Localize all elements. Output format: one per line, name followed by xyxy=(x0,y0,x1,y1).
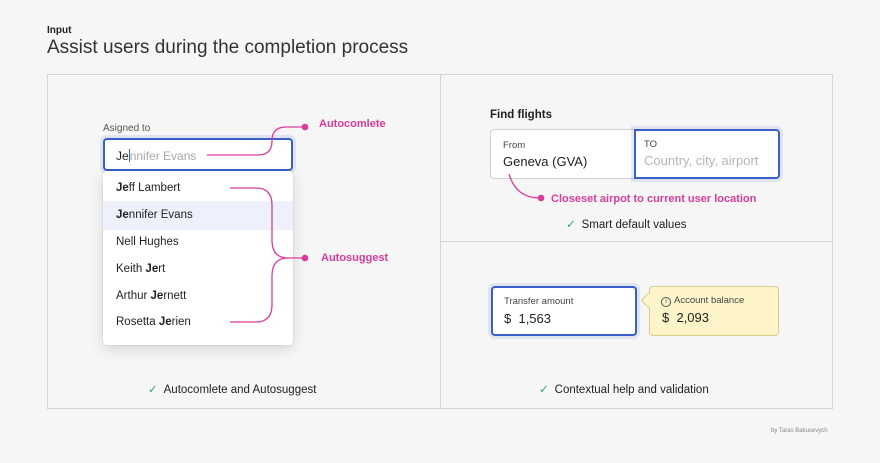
autosuggest-bracket xyxy=(230,187,305,323)
info-icon: i xyxy=(661,297,671,307)
contextual-help-caption: ✓Contextual help and validation xyxy=(539,382,709,396)
section-eyebrow: Input xyxy=(47,25,72,36)
text-caret xyxy=(128,149,130,162)
autocomplete-annotation: Autocomlete xyxy=(319,118,386,130)
page-title: Assist users during the completion proce… xyxy=(47,37,409,58)
autocomplete-caption: ✓Autocomlete and Autosuggest xyxy=(148,382,317,396)
autocomplete-connector xyxy=(207,126,305,156)
author-credit: by Taras Bakusevych xyxy=(771,428,828,434)
balance-label: Account balance xyxy=(674,295,745,306)
location-connector xyxy=(508,173,541,199)
typed-text: Je xyxy=(116,149,129,163)
transfer-value-row: $ 1,563 xyxy=(504,311,551,326)
balance-value: 2,093 xyxy=(676,310,710,325)
transfer-label: Transfer amount xyxy=(504,296,574,307)
to-placeholder: Country, city, airport xyxy=(644,153,759,168)
check-icon: ✓ xyxy=(539,382,549,396)
suggestion-item[interactable]: Rosetta Jerien xyxy=(116,316,191,328)
autosuggest-annotation: Autosuggest xyxy=(321,252,389,264)
from-value: Geneva (GVA) xyxy=(503,154,588,169)
location-dot xyxy=(537,194,545,202)
default-location-annotation: Closeset airpot to current user location xyxy=(551,193,757,205)
to-field[interactable]: TO Country, city, airport xyxy=(634,129,780,179)
suggestion-item[interactable]: Arthur Jernett xyxy=(116,290,187,302)
autocomplete-dot xyxy=(301,123,309,131)
smart-defaults-caption: ✓Smart default values xyxy=(566,217,687,231)
find-flights-title: Find flights xyxy=(490,109,552,121)
currency-symbol: $ xyxy=(504,311,512,326)
suggestions-dropdown: Jeff Lambert Jennifer Evans Nell Hughes … xyxy=(103,171,293,345)
autosuggest-dot xyxy=(301,254,309,262)
suggestion-item[interactable]: Nell Hughes xyxy=(116,236,179,248)
from-label: From xyxy=(503,140,526,151)
check-icon: ✓ xyxy=(566,217,576,231)
currency-symbol: $ xyxy=(662,310,670,325)
suggestion-item[interactable]: Keith Jert xyxy=(116,263,166,275)
autocomplete-hint: nnifer Evans xyxy=(129,149,197,163)
vertical-divider xyxy=(440,74,441,409)
from-field[interactable]: From Geneva (GVA) xyxy=(490,129,635,179)
suggestion-item-highlighted[interactable]: Jennifer Evans xyxy=(103,201,293,230)
horizontal-divider xyxy=(441,241,833,242)
transfer-value: 1,563 xyxy=(518,311,552,326)
balance-value-row: $ 2,093 xyxy=(662,310,709,325)
to-label: TO xyxy=(644,139,658,150)
check-icon: ✓ xyxy=(148,382,158,396)
suggestion-item[interactable]: Jeff Lambert xyxy=(116,182,181,194)
transfer-amount-field[interactable]: Transfer amount $ 1,563 xyxy=(491,286,637,336)
assigned-to-input[interactable]: Jennifer Evans xyxy=(103,138,293,171)
assigned-to-label: Asigned to xyxy=(103,123,151,134)
